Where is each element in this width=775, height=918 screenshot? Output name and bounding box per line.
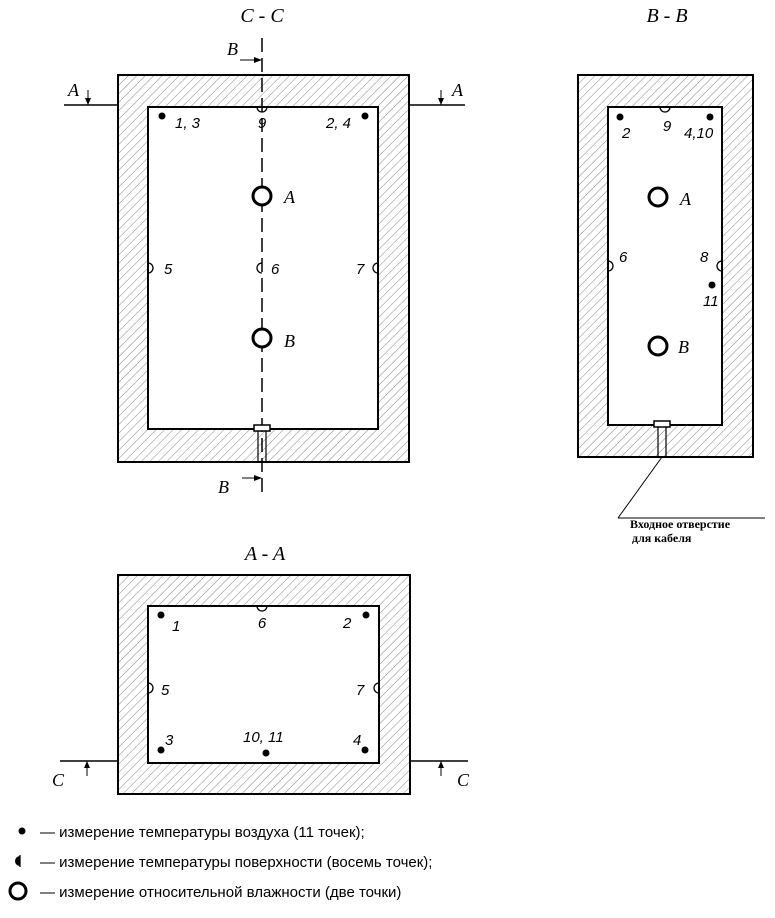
humidity-ring	[251, 185, 273, 207]
air-temp-dot	[362, 611, 370, 619]
surface-temp-mark	[256, 605, 268, 612]
aa-point-1: 1	[172, 618, 180, 635]
aa-point-5: 5	[161, 682, 170, 699]
cc-cut-arrowhead-bottom	[254, 475, 262, 481]
surface-temp-mark	[373, 682, 380, 694]
aa-cut-arrowhead-right	[438, 761, 444, 768]
bb-point-11: 11	[703, 293, 719, 310]
bb-point-8: 8	[700, 249, 709, 266]
bb-point-2: 2	[621, 125, 631, 142]
legend-humidity: — измерение относительной влажности (две…	[40, 884, 401, 901]
air-temp-dot	[361, 112, 369, 120]
cc-humidity-b: B	[284, 331, 295, 351]
air-temp-dot	[157, 611, 165, 619]
section-bb-title: B - B	[646, 5, 687, 27]
bb-cable-leader	[617, 456, 663, 519]
bb-point-4-10: 4,10	[684, 125, 714, 142]
legend-surface: — измерение температуры поверхности (вос…	[40, 854, 432, 871]
section-b-b: B - B Входное отверстие для кабеля 2 4,1…	[577, 5, 765, 545]
section-a-a: A - A C C 1 2 3 10, 11 4 6 5 7	[52, 543, 470, 795]
air-temp-dot	[706, 113, 714, 121]
surface-temp-mark	[372, 262, 379, 274]
section-cc-title: C - C	[240, 5, 284, 27]
humidity-ring	[251, 327, 273, 349]
cc-wall	[117, 74, 410, 463]
bb-wall	[577, 74, 754, 458]
section-c-c: C - C B B A A 1, 3 2, 4 9 5	[64, 5, 465, 497]
bb-point-6: 6	[619, 249, 628, 266]
surface-temp-mark	[607, 260, 614, 272]
aa-cut-label-right: C	[457, 770, 470, 790]
air-temp-dot	[262, 749, 270, 757]
aa-point-6: 6	[258, 615, 267, 632]
bb-humidity-a: A	[679, 189, 692, 209]
surface-temp-mark	[716, 260, 723, 272]
bb-humidity-b: B	[678, 337, 689, 357]
aa-cut-arrowhead-left	[84, 761, 90, 768]
surface-temp-mark	[659, 106, 671, 113]
cc-point-9: 9	[258, 115, 267, 132]
aa-point-7: 7	[356, 682, 365, 699]
cc-cut-arrowhead-left	[85, 98, 91, 105]
bb-point-9: 9	[663, 118, 672, 135]
air-temp-dot	[708, 281, 716, 289]
legend: — измерение температуры воздуха (11 точе…	[8, 824, 432, 901]
air-temp-dot	[158, 112, 166, 120]
aa-point-3: 3	[165, 732, 174, 749]
cc-point-6: 6	[271, 261, 280, 278]
air-temp-dot	[361, 746, 369, 754]
cc-cable-entry	[253, 424, 271, 432]
surface-temp-mark	[256, 262, 263, 274]
cc-cut-label-right: A	[451, 80, 464, 100]
cc-cut-label-top: B	[227, 39, 238, 59]
surface-temp-mark	[147, 262, 154, 274]
surface-temp-mark	[147, 682, 154, 694]
section-aa-title: A - A	[243, 543, 286, 565]
humidity-ring	[647, 335, 669, 357]
cc-point-2-4: 2, 4	[325, 115, 351, 132]
legend-air-temp-dot	[18, 827, 26, 835]
cc-cut-arrowhead-right	[438, 98, 444, 105]
cc-cut-label-left: A	[67, 80, 80, 100]
cc-cut-label-bottom: B	[218, 477, 229, 497]
cc-point-5: 5	[164, 261, 173, 278]
air-temp-dot	[616, 113, 624, 121]
cc-point-7: 7	[356, 261, 365, 278]
legend-surface-temp-mark	[15, 856, 20, 866]
cc-point-1-3: 1, 3	[175, 115, 201, 132]
aa-point-2: 2	[342, 615, 352, 632]
cc-humidity-a: A	[283, 187, 296, 207]
aa-point-10-11: 10, 11	[243, 729, 284, 746]
bb-cable-entry	[653, 420, 671, 428]
bb-cable-note-line2: для кабеля	[632, 531, 692, 545]
bb-cable-note-line1: Входное отверстие	[630, 517, 731, 531]
cc-cut-arrowhead-top	[254, 57, 262, 63]
aa-cut-label-left: C	[52, 770, 65, 790]
aa-wall	[117, 574, 411, 795]
surface-temp-mark	[256, 106, 268, 113]
humidity-ring	[647, 186, 669, 208]
legend-air: — измерение температуры воздуха (11 точе…	[40, 824, 365, 841]
air-temp-dot	[157, 746, 165, 754]
legend-humidity-ring	[8, 881, 28, 901]
aa-point-4: 4	[353, 732, 361, 749]
